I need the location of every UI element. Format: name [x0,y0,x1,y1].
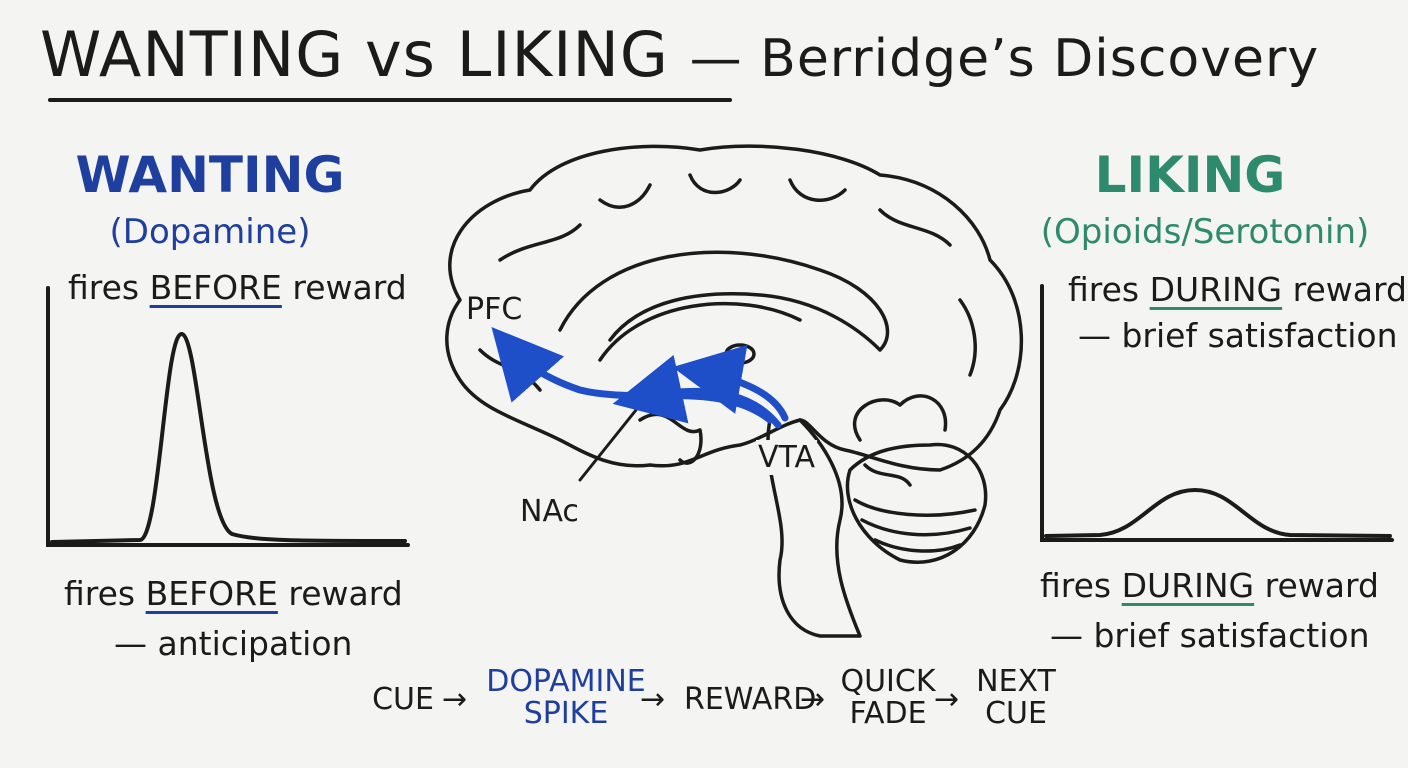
wanting-bottom-note-line2: — anticipation [114,624,353,663]
pfc-label: PFC [466,292,523,327]
wanting-top-note: fires BEFORE reward [68,268,407,307]
title-main: WANTING vs LIKING [40,18,669,91]
liking-graph-axes [1040,284,1394,542]
flow-step-next-cue: NEXT CUE [976,664,1056,731]
wanting-bottom-note: fires BEFORE reward [64,574,403,613]
nac-label: NAc [520,494,579,529]
wanting-graph [46,286,410,547]
gyrus-fold-2 [598,183,652,209]
wanting-subheading: (Dopamine) [109,212,311,252]
corpus-callosum [558,250,890,352]
vta-label: VTA [756,440,818,475]
wanting-spike-curve [50,331,407,544]
brain-illustration [445,144,1024,638]
cerebellum-folia-1 [853,498,977,517]
gyrus-fold-5 [878,208,952,247]
brainstem [766,418,862,638]
wanting-graph-axes [46,286,410,547]
vta-to-pfc-arrow [491,327,774,424]
flow-arrow-3: → [800,682,826,717]
cerebellum-lobe-1 [852,394,948,442]
before-emphasis: BEFORE [149,268,282,307]
title-underline [48,98,732,102]
flow-step-dopamine-spike: DOPAMINE SPIKE [486,664,646,731]
during-emphasis: DURING [1121,566,1255,605]
liking-heading: LIKING [1094,146,1286,204]
cerebrum-outline [445,144,1024,472]
thalamus [724,343,756,365]
flow-step-cue: CUE [372,682,434,717]
flow-arrow-1: → [442,682,468,717]
cerebellum-lobe-2 [863,463,912,487]
vta-to-upper-arrow [672,344,789,422]
liking-bottom-note: fires DURING reward [1040,566,1379,605]
liking-top-note-line2: — brief satisfaction [1078,316,1398,355]
dopamine-pathways [491,327,789,429]
liking-bottom-note-line2: — brief satisfaction [1050,616,1370,655]
before-emphasis: BEFORE [145,574,278,613]
inner-arc [598,301,802,362]
gyrus-fold-4 [788,178,847,202]
gyrus-fold-6 [958,298,977,377]
liking-top-note: fires DURING reward [1068,270,1407,309]
wanting-heading: WANTING [75,146,345,204]
gyrus-fold-3 [688,173,742,195]
liking-graph [1040,284,1394,542]
flow-arrow-4: → [934,682,960,717]
page-title: WANTING vs LIKING — Berridge’s Discovery [40,18,1319,91]
cerebellum-folia-2 [860,518,972,537]
gyrus-fold-1 [498,223,582,262]
flow-step-quick-fade: QUICK FADE [840,664,936,731]
cerebellum-folia-3 [873,538,962,553]
limbic-fold [638,412,703,465]
nac-pointer-line [578,408,638,482]
cerebellum [845,442,988,564]
flow-step-reward: REWARD [684,682,817,717]
during-emphasis: DURING [1149,270,1283,309]
title-sub: — Berridge’s Discovery [689,29,1320,89]
liking-bump-curve [1044,487,1392,538]
liking-subheading: (Opioids/Serotonin) [1040,212,1370,252]
flow-arrow-2: → [640,682,666,717]
